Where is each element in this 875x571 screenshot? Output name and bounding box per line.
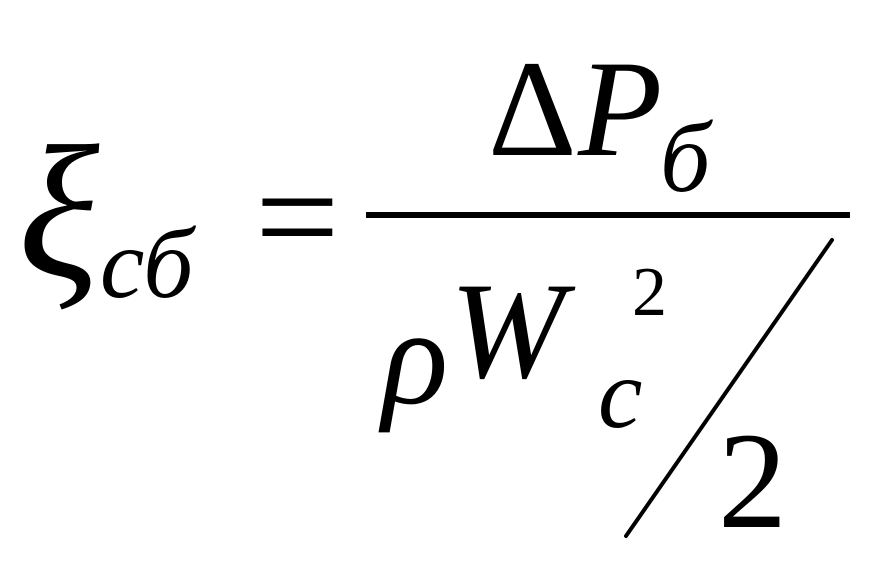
xi-subscript: сб — [100, 208, 194, 319]
velocity-subscript: c — [598, 338, 643, 449]
delta-symbol: Δ — [488, 32, 577, 185]
fraction-bar — [366, 212, 850, 218]
velocity-exponent: 2 — [632, 254, 667, 331]
division-slash — [624, 238, 834, 538]
pressure-subscript: б — [660, 102, 711, 213]
equals-sign: = — [255, 134, 340, 300]
divisor-two: 2 — [718, 404, 787, 557]
rho-symbol: ρ — [382, 280, 449, 433]
velocity-symbol: W — [450, 254, 565, 407]
pressure-symbol: P — [578, 32, 663, 185]
xi-symbol: ξ — [18, 108, 100, 318]
